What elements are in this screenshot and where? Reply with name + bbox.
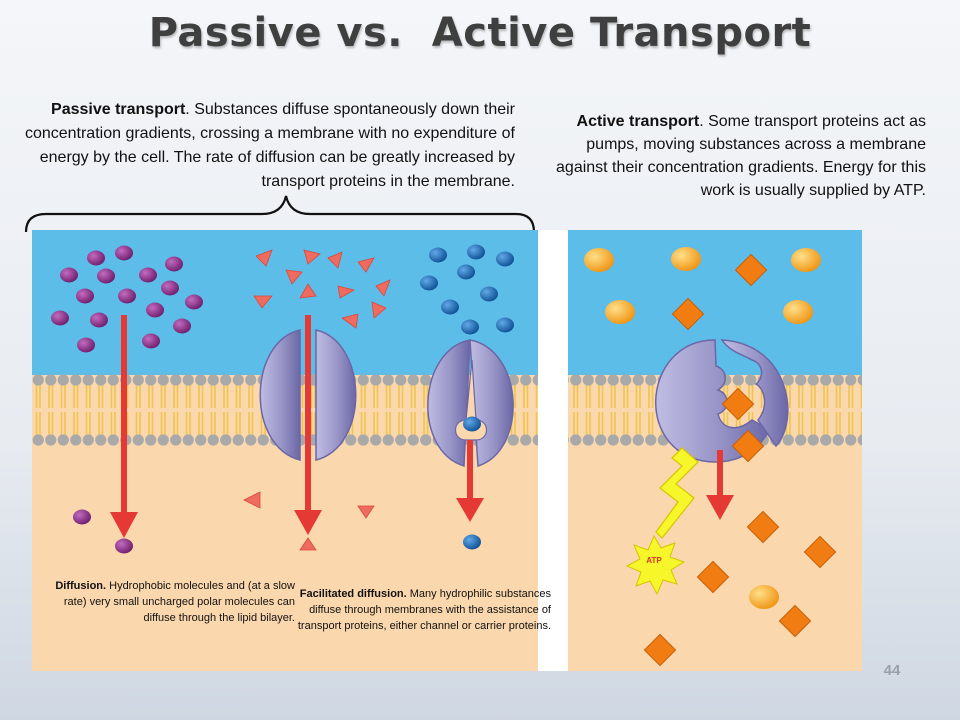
pump-protein	[655, 339, 789, 463]
carrier-arrow	[456, 440, 484, 522]
facilitated-diffusion-caption: Facilitated diffusion. Many hydrophilic …	[268, 586, 551, 634]
active-transport-description: Active transport. Some transport protein…	[548, 110, 926, 202]
carrier-blue-molecules	[420, 244, 514, 550]
passive-heading: Passive transport	[51, 101, 186, 118]
channel-protein	[259, 329, 357, 461]
diffusion-caption: Diffusion. Hydrophobic molecules and (at…	[30, 578, 295, 626]
pump-orange-balls	[584, 247, 821, 609]
atp-label: ATP	[646, 556, 662, 565]
active-heading: Active transport	[576, 113, 700, 130]
slide-title: Passive vs. Active Transport	[148, 10, 812, 56]
pump-orange-diamonds	[643, 253, 837, 667]
facilitated-caption-body: Many hydrophilic substances diffuse thro…	[297, 588, 551, 632]
energy-lightning-icon	[655, 447, 699, 539]
diffusion-caption-heading: Diffusion.	[55, 580, 107, 592]
passive-bracket	[24, 195, 536, 233]
carrier-protein	[427, 339, 514, 468]
page-number: 44	[883, 662, 901, 679]
diffusion-caption-body: Hydrophobic molecules and (at a slow rat…	[63, 580, 295, 624]
atp-starburst-icon	[625, 534, 686, 596]
diffusion-arrow	[110, 315, 138, 538]
passive-body: . Substances diffuse spontaneously down …	[24, 101, 515, 190]
channel-arrow	[294, 315, 322, 535]
passive-transport-description: Passive transport. Substances diffuse sp…	[22, 98, 515, 194]
hydrophobic-molecules	[51, 245, 203, 554]
facilitated-caption-heading: Facilitated diffusion.	[299, 588, 407, 600]
active-body: . Some transport proteins act as pumps, …	[556, 113, 926, 199]
panel-divider	[538, 230, 568, 671]
hydrophilic-triangle-molecules	[243, 249, 391, 551]
pump-arrow	[706, 450, 734, 520]
